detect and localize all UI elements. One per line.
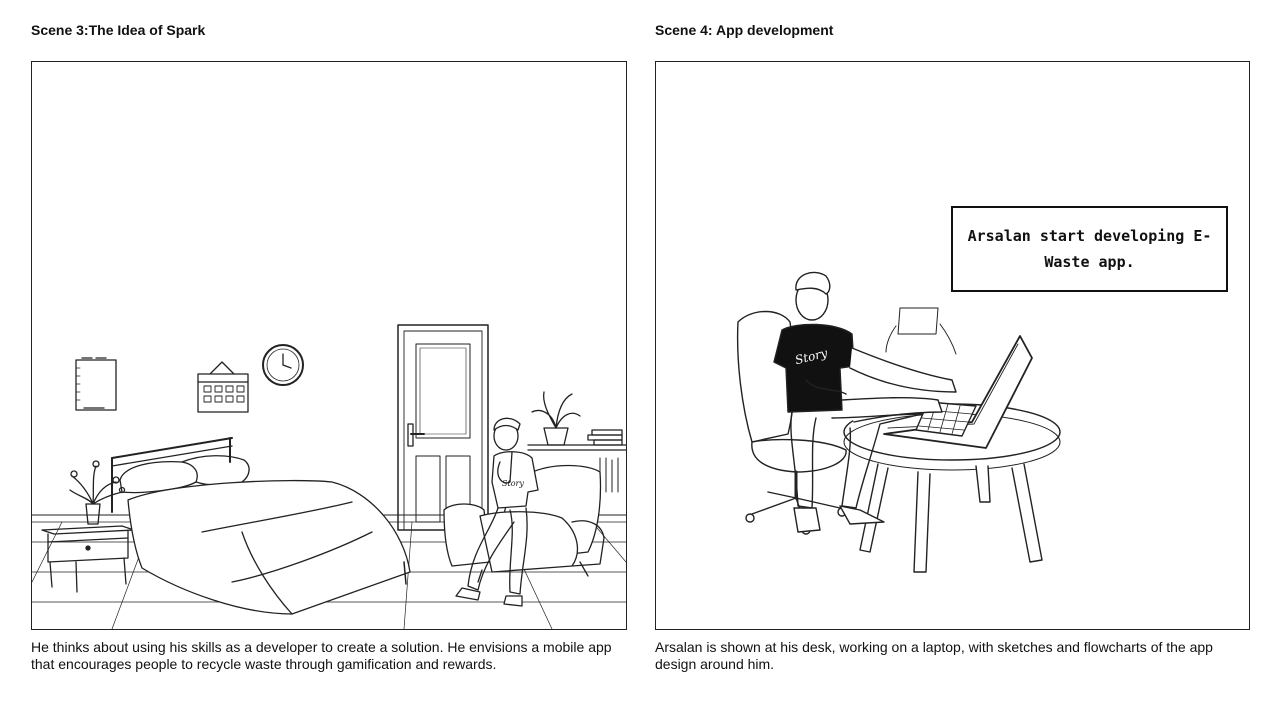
scene-3-panel: Story	[31, 61, 627, 630]
bed	[111, 437, 411, 615]
desk-illustration: Story	[736, 271, 1061, 573]
scene-3-caption: He thinks about using his skills as a de…	[31, 639, 612, 672]
thinking-person: Story	[455, 417, 539, 607]
bookshelf	[527, 391, 626, 493]
scene-3-title: Scene 3:The Idea of Spark	[31, 22, 206, 38]
wall-calendar	[197, 361, 249, 413]
door	[397, 324, 489, 531]
developer-person: Story	[773, 271, 957, 533]
wall-clock	[262, 344, 304, 386]
scene-4-panel: Story Arsalan start developing E-Waste a…	[655, 61, 1250, 630]
person-shirt-text: Story	[502, 479, 524, 488]
scene-4-caption: Arsalan is shown at his desk, working on…	[655, 639, 1213, 672]
sketch-paper	[885, 307, 957, 355]
wall-notepad	[75, 357, 117, 411]
bedroom-illustration: Story	[32, 324, 626, 629]
speech-box: Arsalan start developing E-Waste app.	[951, 206, 1228, 292]
nightstand	[41, 525, 135, 593]
scene-4-title: Scene 4: App development	[655, 22, 834, 38]
